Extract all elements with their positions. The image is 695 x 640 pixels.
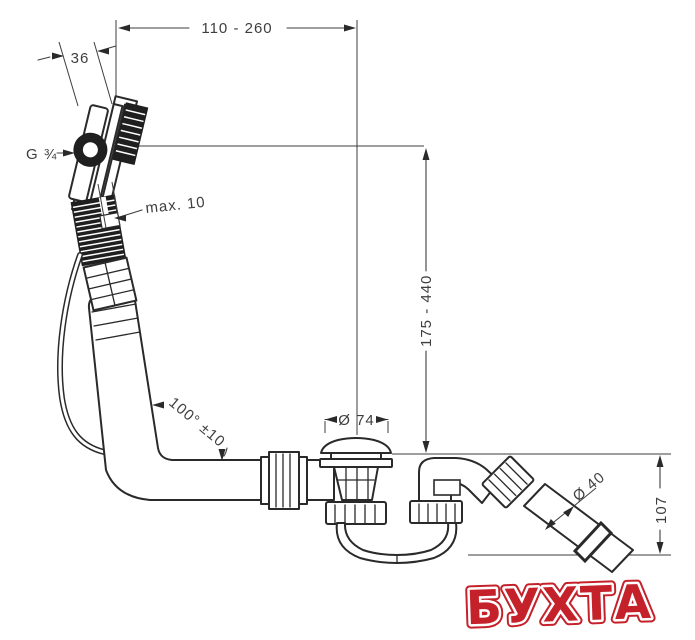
knurled-adapter <box>112 102 149 166</box>
arrowhead-up <box>422 148 430 160</box>
arrowhead-left <box>114 214 126 222</box>
trap-bowl <box>335 522 458 564</box>
outlet-diameter-label: Ø 40 <box>570 469 609 506</box>
watermark-text: БУХТА <box>465 575 654 636</box>
dim-installation-height: 175 - 440 <box>418 148 435 453</box>
waste-flange <box>319 458 393 468</box>
arrowhead-left <box>152 401 164 409</box>
dimension-annotations-base: 110 - 260 36 175 - 440 <box>37 20 671 556</box>
outlet-coupling <box>572 520 614 564</box>
outlet-union-nut-45 <box>481 455 535 509</box>
outlet-height-label: 107 <box>653 496 670 524</box>
waste-dome-cap <box>320 437 392 454</box>
arrowhead-down <box>656 542 664 554</box>
arrowhead-right <box>376 416 388 423</box>
overflow-pipe <box>87 293 335 501</box>
outlet-pipe <box>523 483 634 573</box>
dim-top-width: 110 - 260 <box>115 20 356 97</box>
dim-overflow-depth: 36 <box>37 41 117 107</box>
arrowhead-right <box>52 52 64 60</box>
top-width-label: 110 - 260 <box>201 20 272 37</box>
watermark-text-band: БУХТА <box>465 575 654 636</box>
arrowhead-right <box>344 24 356 32</box>
overflow-depth-label: 36 <box>71 50 90 67</box>
arrowhead-up <box>656 455 664 467</box>
overflow-fitting <box>68 95 149 225</box>
elbow-angle-label: 100° ±10 <box>165 394 228 451</box>
arrowhead-lower <box>545 519 556 530</box>
pipe-band <box>95 331 141 341</box>
thread-size-label: G ¾ <box>26 146 57 163</box>
braided-hose-section <box>82 256 138 312</box>
waste-body <box>333 466 379 501</box>
dim-flange-diameter: Ø 74 <box>324 412 389 433</box>
dim-outlet-height: 107 <box>392 453 671 556</box>
label-thread-size: G ¾ <box>26 146 75 163</box>
trap-left-nut <box>325 501 387 525</box>
arrowhead-left <box>118 24 130 32</box>
pipe-band <box>91 303 137 313</box>
label-elbow-angle: 100° ±10 <box>152 394 229 461</box>
max-thickness-label: max. 10 <box>145 194 207 217</box>
arrowhead-down <box>218 449 226 461</box>
label-max-thickness: max. 10 <box>97 181 207 229</box>
watermark-logo: БУХТА БУХТА БУХТА <box>461 570 659 640</box>
flange-diameter-label: Ø 74 <box>338 412 375 429</box>
arrowhead-left <box>325 416 337 423</box>
arrowhead-upper <box>563 506 574 517</box>
elbow-collar <box>433 479 461 496</box>
installation-height-label: 175 - 440 <box>418 275 435 347</box>
thread-ring-g34 <box>73 132 108 167</box>
wall-gap-notch <box>99 212 121 230</box>
corrugated-hose <box>70 194 127 267</box>
pull-cable <box>57 252 107 455</box>
trap-right-nut <box>409 500 463 524</box>
pipe-union-nut <box>260 451 308 510</box>
waste-assembly <box>319 437 500 564</box>
arrowhead-left <box>97 47 109 55</box>
arrowhead-down <box>422 441 430 453</box>
arrowhead-right <box>63 149 75 157</box>
pipe-band <box>93 317 139 327</box>
watermark-text-outline: БУХТА <box>465 575 654 636</box>
